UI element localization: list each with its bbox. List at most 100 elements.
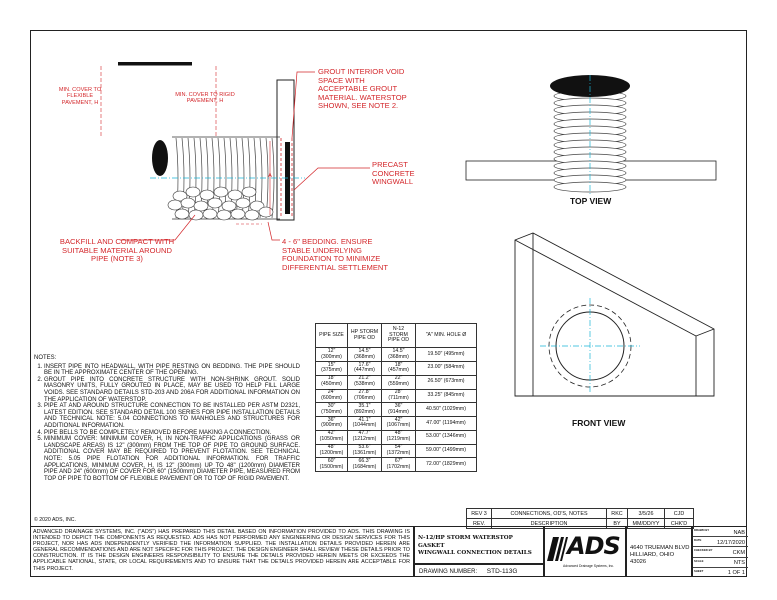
rev-by: RKC [606,508,628,519]
table-cell: 72.00" (1829mm) [415,457,477,473]
rev-description: CONNECTIONS, OD'S, NOTES [491,508,607,519]
pipe-cut-end [152,140,168,176]
table-cell: 30" (750mm) [315,402,348,418]
title-block-meta: DRAWN BY NAB DATE 12/17/2020 CHECKED BY … [692,526,748,577]
address-block: 4640 TRUEMAN BLVD HILLIARD, OHIO 43026 [626,526,692,577]
table-cell: 15" (375mm) [315,360,348,376]
table-cell: 24" (600mm) [315,388,348,404]
revision-row: REV 3 CONNECTIONS, OD'S, NOTES RKC 3/5/2… [466,508,694,519]
table-row: 15" (375mm)17.6" (447mm)18" (457mm)23.00… [315,360,477,376]
table-header-hp-od: HP STORM PIPE OD [347,322,382,349]
table-cell: 18" (457mm) [381,360,416,376]
wingwall-front [514,232,715,397]
table-cell: 23.00" (584mm) [415,360,477,376]
title-block-title: N-12/HP STORM WATERSTOP GASKET WINGWALL … [414,526,544,564]
top-view-title: TOP VIEW [570,196,612,206]
copyright-text: © 2020 ADS, INC. [34,517,76,523]
table-cell: 40.50" (1029mm) [415,402,477,418]
table-cell: 67" (1702mm) [381,457,416,473]
meta-checked-by: CHECKED BY CKM [693,547,748,558]
note-1: INSERT PIPE INTO HEADWALL, WITH PIPE RES… [44,364,300,377]
note-4: PIPE BELLS TO BE COMPLETELY REMOVED BEFO… [44,430,300,437]
revision-header-row: REV. DESCRIPTION BY MM/DD/YY CHK'D [466,518,694,529]
table-cell: 35.1" (892mm) [347,402,382,418]
drawing-title-line-2: WINGWALL CONNECTION DETAILS [418,550,532,556]
table-cell: 33.25" (845mm) [415,388,477,404]
table-cell: 47.00" (1194mm) [415,416,477,431]
notes-title: NOTES: [34,355,57,361]
table-cell: 48" (1200mm) [315,443,348,459]
table-cell: 22" (559mm) [381,374,416,390]
table-cell: 47.7" (1212mm) [347,429,382,445]
pipe-dimension-table: PIPE SIZE HP STORM PIPE OD N-12 STORM PI… [315,322,477,473]
table-header-n12-od: N-12 STORM PIPE OD [381,322,416,349]
meta-date: DATE 12/17/2020 [693,537,748,548]
meta-drawn-by: DRAWN BY NAB [693,527,748,538]
table-cell: 48" (1219mm) [381,429,416,445]
table-cell: 26.50" (673mm) [415,374,477,390]
min-cover-flexible-label: MIN. COVER TO FLEXIBLE PAVEMENT, H [58,87,102,106]
table-row: 42" (1050mm)47.7" (1212mm)48" (1219mm)53… [315,429,477,445]
bedding-callout: 4 - 6" BEDDING. ENSURE STABLE UNDERLYING… [282,237,389,272]
drawing-number-cell: DRAWING NUMBER: STD-113G [414,564,544,577]
table-row: 48" (1200mm)53.6" (1361mm)54" (1372mm)59… [315,443,477,459]
table-row: 30" (750mm)35.1" (892mm)36" (914mm)40.50… [315,402,477,418]
table-cell: 21.2" (538mm) [347,374,382,390]
meta-sheet: SHEET 1 OF 1 [694,568,745,577]
table-cell: 18" (450mm) [315,374,348,390]
rev-date: 3/5/26 [627,508,665,519]
table-cell: 14.5" (368mm) [381,347,416,362]
rev-number: REV 3 [466,508,492,519]
table-cell: 19.50" (495mm) [415,347,477,362]
table-cell: 28" (711mm) [381,388,416,404]
drawing-sheet-border [30,30,747,577]
note-2: GROUT PIPE INTO CONCRETE STRUCTURE WITH … [44,377,300,403]
table-row: 36" (900mm)41.1" (1044mm)42" (1067mm)47.… [315,416,477,431]
drawing-number: STD-113G [486,568,518,575]
table-cell: 36" (900mm) [315,416,348,431]
dimension-a-label: A [268,173,272,179]
table-cell: 12" (300mm) [315,347,348,362]
pavement-bar [118,62,192,66]
table-cell: 66.3" (1684mm) [347,457,382,473]
table-cell: 60" (1500mm) [315,457,348,473]
address-line-1: 4640 TRUEMAN BLVD [630,545,690,551]
grout-callout: GROUT INTERIOR VOID SPACE WITH ACCEPTABL… [318,67,407,111]
table-header-min-hole: "A" MIN. HOLE Ø [415,322,477,349]
table-cell: 42" (1050mm) [315,429,348,445]
disclaimer-text: ADVANCED DRAINAGE SYSTEMS, INC. ("ADS") … [30,526,414,577]
table-cell: 42" (1067mm) [381,416,416,431]
table-row: 12" (300mm)14.5" (368mm)14.5" (368mm)19.… [315,347,477,362]
table-cell: 36" (914mm) [381,402,416,418]
backfill-callout: BACKFILL AND COMPACT WITH SUITABLE MATER… [59,237,175,264]
notes-section: NOTES: INSERT PIPE INTO HEADWALL, WITH P… [34,355,300,482]
drawing-number-label: DRAWING NUMBER: [419,569,478,575]
table-row: 24" (600mm)27.8" (706mm)28" (711mm)33.25… [315,388,477,404]
meta-scale: SCALE NTS [693,558,748,568]
revision-table: REV 3 CONNECTIONS, OD'S, NOTES RKC 3/5/2… [466,508,694,529]
table-cell: 54" (1372mm) [381,443,416,459]
logo-subtitle: Advanced Drainage Systems, Inc. [563,564,615,568]
table-cell: 14.5" (368mm) [347,347,382,362]
address-line-2: HILLIARD, OHIO 43026 [630,552,675,565]
table-row: 18" (450mm)21.2" (538mm)22" (559mm)26.50… [315,374,477,390]
note-5: MINIMUM COVER: MINIMUM COVER, H, IN NON-… [44,436,300,482]
table-cell: 27.8" (706mm) [347,388,382,404]
table-header-pipe-size: PIPE SIZE [315,322,348,349]
table-cell: 53.00" (1346mm) [415,429,477,445]
front-view-title: FRONT VIEW [572,418,626,428]
table-cell: 59.00" (1499mm) [415,443,477,459]
logo-wordmark: ADS [567,532,621,560]
wingwall-callout: PRECAST CONCRETE WINGWALL [372,160,415,187]
table-cell: 17.6" (447mm) [347,360,382,376]
min-cover-rigid-label: MIN. COVER TO RIGID PAVEMENT, H [175,92,235,105]
rev-header-checked: CHK'D [664,518,694,529]
rev-checked: CJD [664,508,694,519]
table-row: 60" (1500mm)66.3" (1684mm)67" (1702mm)72… [315,457,477,473]
aggregate-backfill [167,186,274,221]
note-3: PIPE AT AND AROUND STRUCTURE CONNECTION … [44,403,300,429]
table-cell: 53.6" (1361mm) [347,443,382,459]
